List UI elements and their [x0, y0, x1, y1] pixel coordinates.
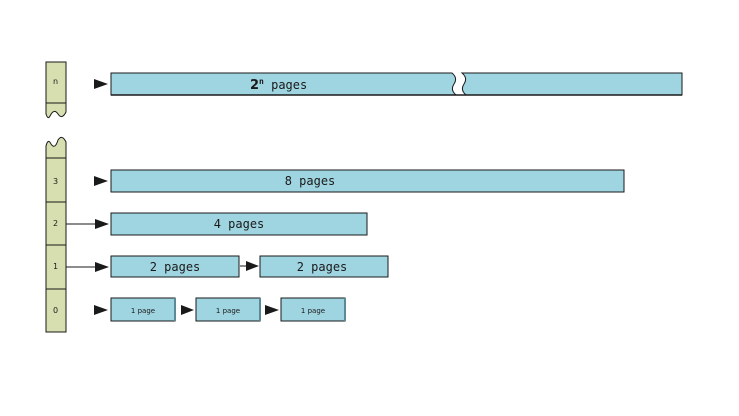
order-label-1: 1 [53, 262, 58, 271]
block-level-2 [110, 212, 368, 236]
arrow-level-0-in [94, 305, 108, 315]
order-label-0: 0 [53, 306, 58, 315]
block-level-1-a [110, 255, 240, 278]
order-column-top [45, 61, 67, 119]
order-column-bottom [45, 136, 67, 333]
block-level-3 [110, 169, 625, 193]
order-label-2: 2 [53, 219, 58, 228]
arrow-level-1-in [66, 262, 109, 272]
arrow-level-3 [94, 176, 108, 186]
block-level-n [110, 72, 683, 96]
block-label-0-c: 1 page [301, 307, 325, 315]
order-label-3: 3 [53, 177, 58, 186]
order-label-n: n [53, 77, 58, 86]
arrow-level-2 [66, 219, 109, 229]
block-label-0-b: 1 page [216, 307, 240, 315]
label-n-base: 2 [250, 78, 259, 93]
block-label-1-b: 2 pages [297, 260, 348, 274]
block-label-0-a: 1 page [131, 307, 155, 315]
arrow-level-n [94, 79, 108, 89]
arrow-level-0-link-2 [265, 305, 279, 315]
block-label-2: 4 pages [214, 217, 265, 231]
arrow-level-1-link [240, 261, 259, 271]
block-label-1-a: 2 pages [150, 260, 201, 274]
block-level-1-b [259, 255, 389, 278]
label-n-rest: pages [264, 78, 307, 92]
block-label-n: 2n pages [250, 77, 307, 93]
label-n-exponent: n [259, 77, 264, 86]
arrow-level-0-link-1 [181, 305, 194, 315]
block-label-3: 8 pages [285, 174, 336, 188]
